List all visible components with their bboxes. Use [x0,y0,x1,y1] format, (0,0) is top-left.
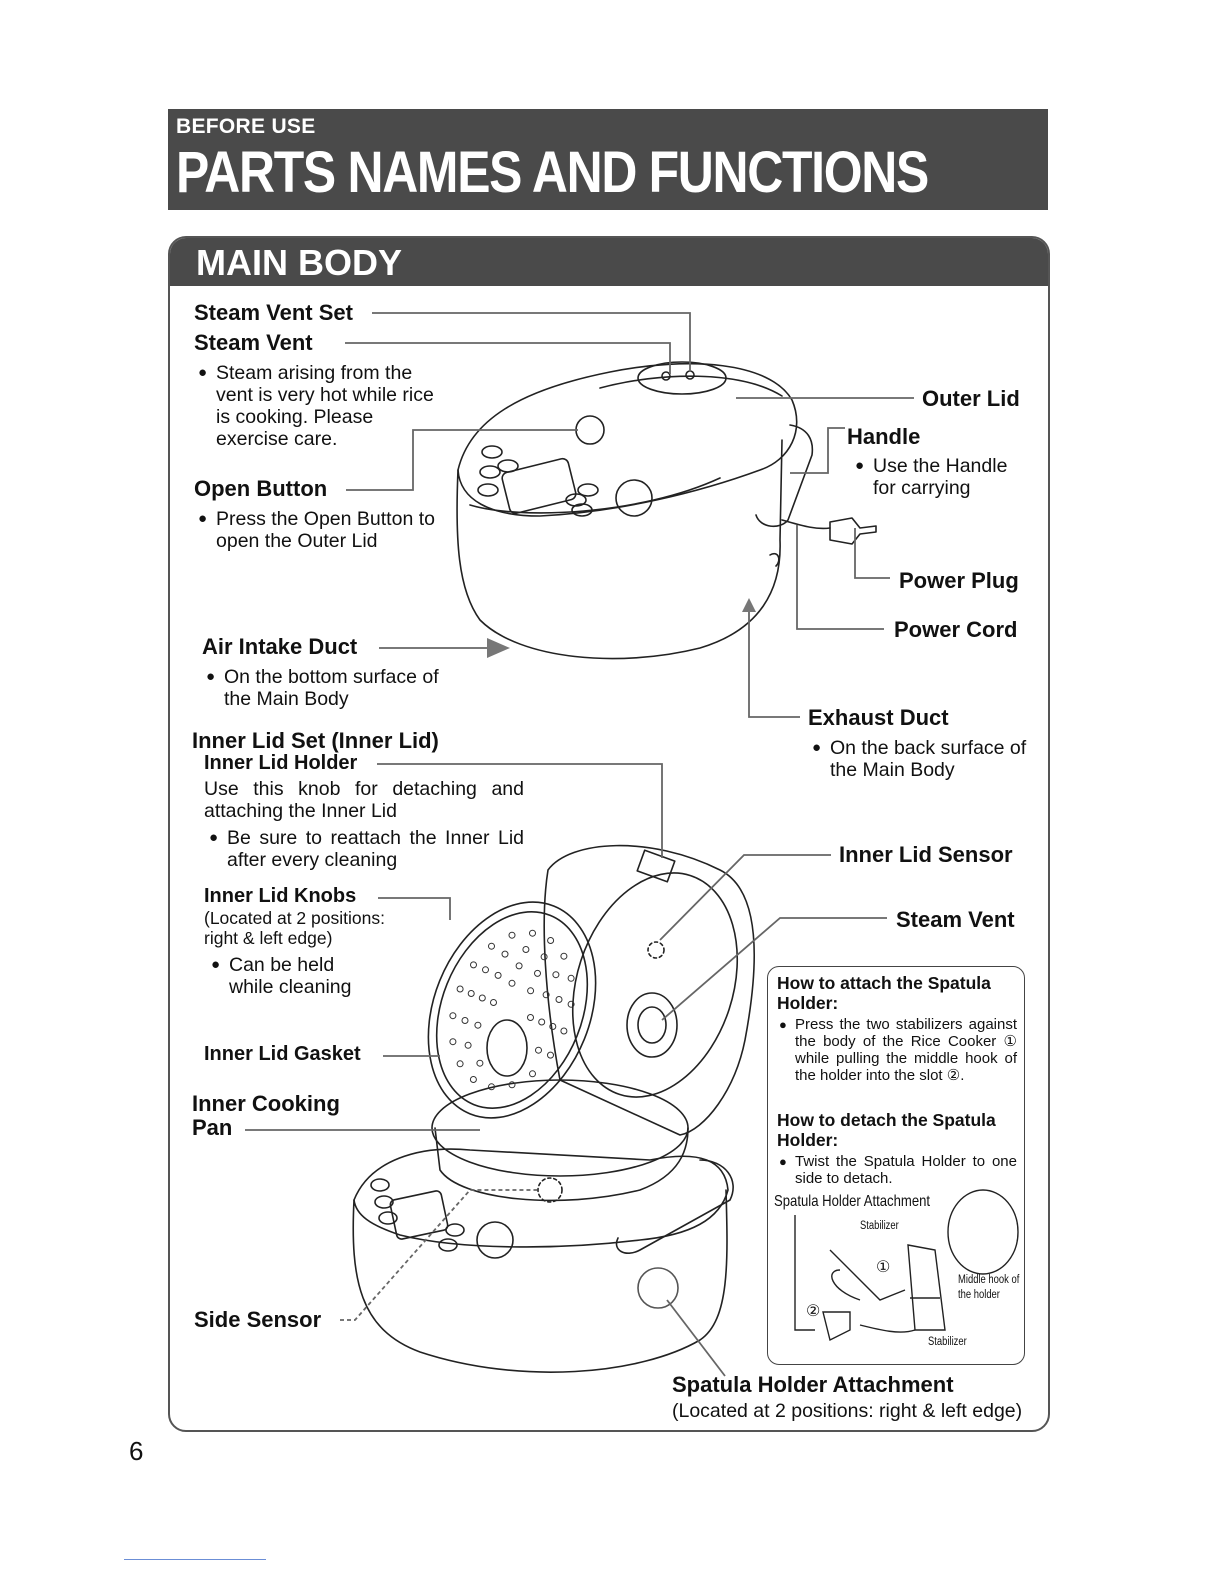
lid-hole [523,947,529,953]
lid-hole [516,963,522,969]
lid-hole [462,1018,468,1024]
lid-hole [528,1015,534,1021]
label-power-plug: Power Plug [899,568,1019,594]
lid-hole [491,1000,497,1006]
lid-hole [530,930,536,936]
upper-handle [756,425,812,526]
lid-hole [489,943,495,949]
lid-hole [471,962,477,968]
inner-lid-disc [398,877,627,1143]
lid-hole [468,991,474,997]
note-inner-lid-holder: Be sure to reattach the Inner Lid after … [227,827,524,871]
open-button-shape [576,416,604,444]
page-number: 6 [129,1436,143,1467]
lid-hole [470,1077,476,1083]
label-outer-lid: Outer Lid [922,386,1020,412]
note-air-intake-duct: On the bottom surface of the Main Body [224,666,444,710]
lower-cooker-body [353,1190,727,1372]
label-side-sensor: Side Sensor [194,1307,321,1333]
lid-hole [556,997,562,1003]
lid-hole [475,1022,481,1028]
note-handle: Use the Handle for carrying [873,455,1033,499]
steam-vent-shape [627,993,677,1057]
inner-lid-holder-shape [637,850,675,882]
label-exhaust-duct: Exhaust Duct [808,705,949,731]
note-open-button: Press the Open Button to open the Outer … [216,508,441,552]
label-inner-lid-knobs: Inner Lid Knobs [204,885,356,908]
inner-pan-rim [432,1080,688,1176]
lid-hole [450,1039,456,1045]
lid-hole [528,988,534,994]
lid-hole [539,1019,545,1025]
lid-hole [450,1013,456,1019]
lid-hole [502,951,508,957]
lid-hole [457,1061,463,1067]
note-steam-vent: Steam arising from the vent is very hot … [216,362,441,450]
upper-cooker-lid [458,364,797,516]
lid-hole [536,1047,542,1053]
lower-handle [617,1160,734,1253]
power-cord-line [782,520,830,528]
howto-attach-text: Press the two stabilizers against the bo… [795,1016,1017,1084]
lid-hole [535,970,541,976]
lid-hole [477,1060,483,1066]
label-inner-lid-sensor: Inner Lid Sensor [839,842,1013,868]
power-plug [830,518,876,544]
label-inner-lid-holder: Inner Lid Holder [204,752,357,775]
label-steam-vent: Steam Vent [194,330,313,356]
label-open-button: Open Button [194,476,327,502]
howto-num-1: ① [876,1257,890,1277]
open-outer-lid [544,846,754,1135]
footer-rule [124,1559,266,1560]
sub-spatula-holder: (Located at 2 positions: right & left ed… [672,1400,1022,1422]
lid-hole [465,1042,471,1048]
label-spatula-holder: Spatula Holder Attachment [672,1372,954,1398]
howto-fig-title: Spatula Holder Attachment [774,1193,930,1211]
lid-hole [530,1071,536,1077]
howto-attach-title: How to attach the Spatula Holder: [777,973,1022,1013]
spatula-attachment-circle [638,1268,678,1308]
label-inner-lid-set: Inner Lid Set (Inner Lid) [192,728,439,754]
note-inner-lid-knobs: Can be held while cleaning [229,954,379,998]
label-handle: Handle [847,424,920,450]
howto-detach-title: How to detach the Spatula Holder: [777,1110,1022,1150]
howto-stabilizer-bottom: Stabilizer [928,1335,967,1350]
label-power-cord: Power Cord [894,617,1017,643]
label-steam-vent-set: Steam Vent Set [194,300,353,326]
lid-hole [561,953,567,959]
lid-hole [509,932,515,938]
howto-stabilizer-top: Stabilizer [860,1219,899,1234]
lid-hole [548,938,554,944]
label-inner-lid-gasket: Inner Lid Gasket [204,1043,361,1066]
lid-hole [495,972,501,978]
spatula-howto-box: How to attach the Spatula Holder: Press … [767,966,1025,1365]
label-air-intake-duct: Air Intake Duct [202,634,357,660]
note-exhaust-duct: On the back surface of the Main Body [830,737,1030,781]
sub-inner-lid-knobs: (Located at 2 positions: right & left ed… [204,908,419,948]
lid-hole [548,1052,554,1058]
howto-num-2: ② [806,1301,820,1321]
lid-hole [561,1028,567,1034]
lid-hole [483,967,489,973]
label-steam-vent-inner: Steam Vent [896,907,1015,933]
lid-hole [509,980,515,986]
lid-hole [457,986,463,992]
lid-hole [479,995,485,1001]
howto-detach-text: Twist the Spatula Holder to one side to … [795,1153,1017,1187]
lid-hole [568,975,574,981]
howto-middle-hook: Middle hook of the holder [958,1273,1020,1303]
label-inner-cooking-pan: Inner Cooking Pan [192,1092,372,1140]
desc-inner-lid-holder: Use this knob for detaching and attachin… [204,778,524,822]
lid-hole [553,972,559,978]
